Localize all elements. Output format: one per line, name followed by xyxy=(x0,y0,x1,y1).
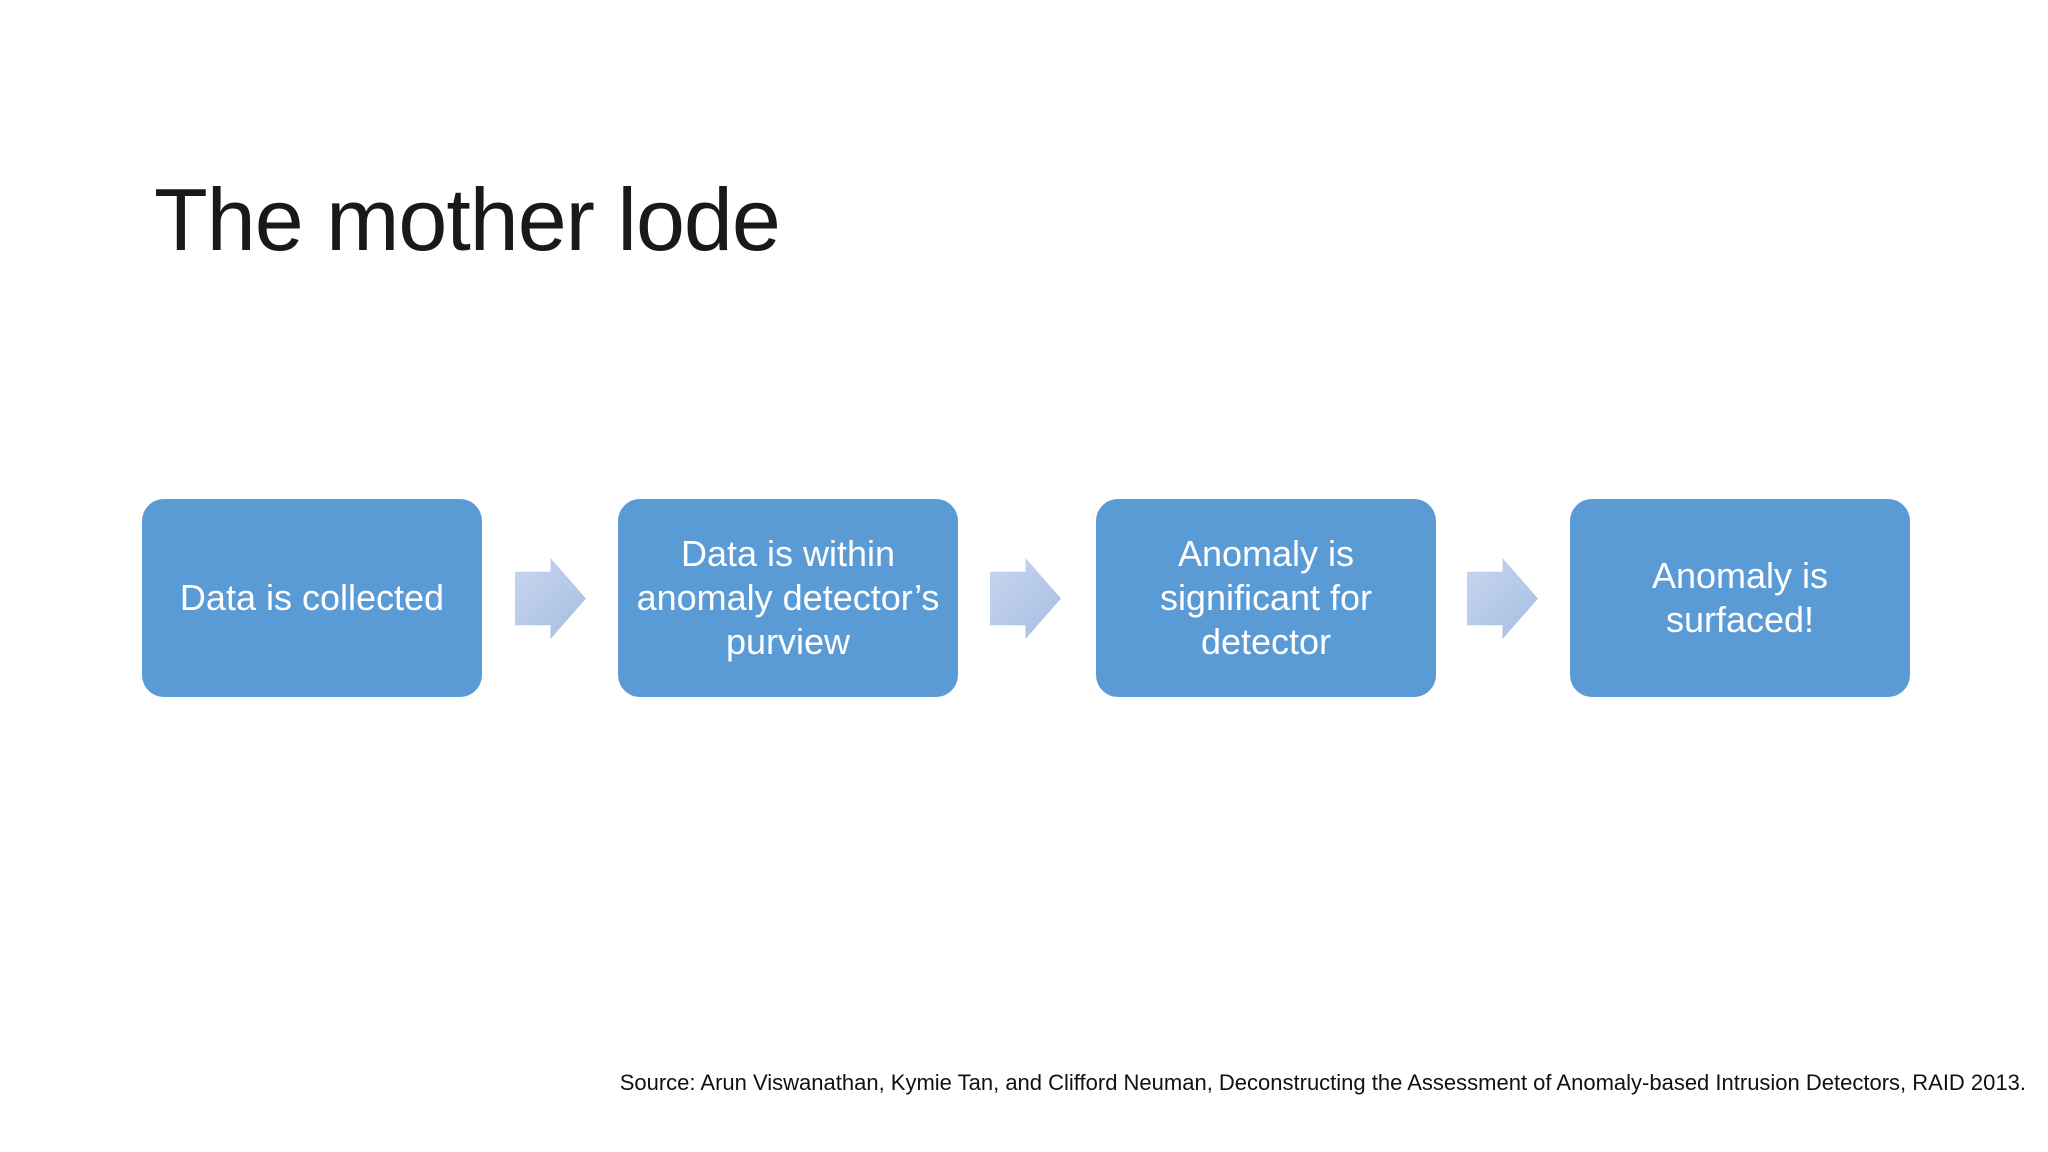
flow-step-data-collected: Data is collected xyxy=(142,499,482,697)
flow-step-label: Anomaly is significant for detector xyxy=(1159,533,1373,662)
arrow-right-icon xyxy=(515,558,586,639)
flow-step-within-purview: Data is within anomaly detector’s purvie… xyxy=(618,499,958,697)
arrow-right-icon xyxy=(1467,558,1538,639)
arrow-right-icon xyxy=(990,558,1061,639)
source-citation: Source: Arun Viswanathan, Kymie Tan, and… xyxy=(619,1070,2026,1095)
flow-step-label: Data is collected xyxy=(179,577,445,619)
flow-step-label: Anomaly is surfaced! xyxy=(1651,555,1829,640)
flow-step-label: Data is within anomaly detector’s purvie… xyxy=(636,533,940,662)
page-title: The mother lode xyxy=(154,169,781,269)
flow-step-surfaced: Anomaly is surfaced! xyxy=(1570,499,1910,697)
process-flow-diagram: Data is collected Data is within anomaly… xyxy=(0,499,2048,697)
flow-step-significant: Anomaly is significant for detector xyxy=(1096,499,1436,697)
